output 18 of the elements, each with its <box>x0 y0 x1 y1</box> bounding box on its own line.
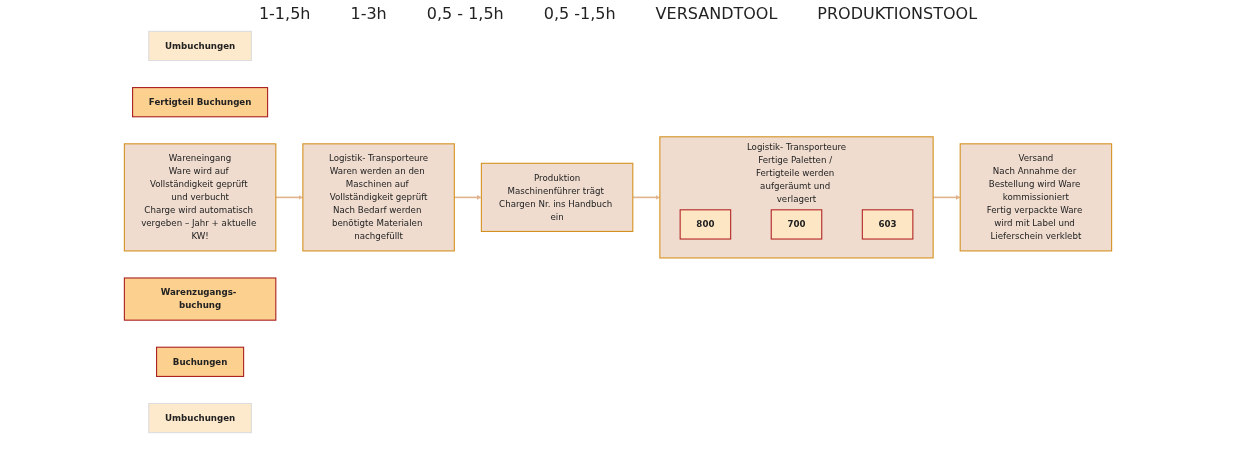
node-box: Versand Nach Annahme der Bestellung wird Ware kommissioniert Fertig verpackte Ware wird mit Label und Lieferschein verklebt <box>959 143 1113 252</box>
node-box: 700 <box>770 209 823 240</box>
duration-label: 1-3h <box>350 4 387 23</box>
node-box: Fertigteil Buchungen <box>132 87 269 118</box>
duration-label: 0,5 -1,5h <box>543 4 616 23</box>
duration-label: 0,5 - 1,5h <box>426 4 504 23</box>
node-box: Logistik- Transporteure Waren werden an den Maschinen auf Vollständigkeit geprüft Nach Bedarf werden benötigte Materialen nachgefüllt <box>302 143 455 252</box>
node-box: Umbuchungen <box>148 402 252 434</box>
node-box: Produktion Maschinenführer trägt Chargen Nr. ins Handbuch ein <box>480 162 634 232</box>
node-box: Wareneingang Ware wird auf Vollständigkeit geprüft und verbucht Charge wird automatisch vergeben – Jahr + aktuelle KW! <box>123 143 277 252</box>
node-box: 603 <box>861 209 914 240</box>
node-box: 800 <box>679 209 732 240</box>
node-box: Buchungen <box>156 346 245 377</box>
duration-label: PRODUKTIONSTOOL <box>817 4 978 23</box>
duration-label: 1-1,5h <box>258 4 311 23</box>
duration-label: VERSANDTOOL <box>655 4 778 23</box>
node-box: Umbuchungen <box>148 30 252 62</box>
node-box: Warenzugangs- buchung <box>123 277 277 321</box>
